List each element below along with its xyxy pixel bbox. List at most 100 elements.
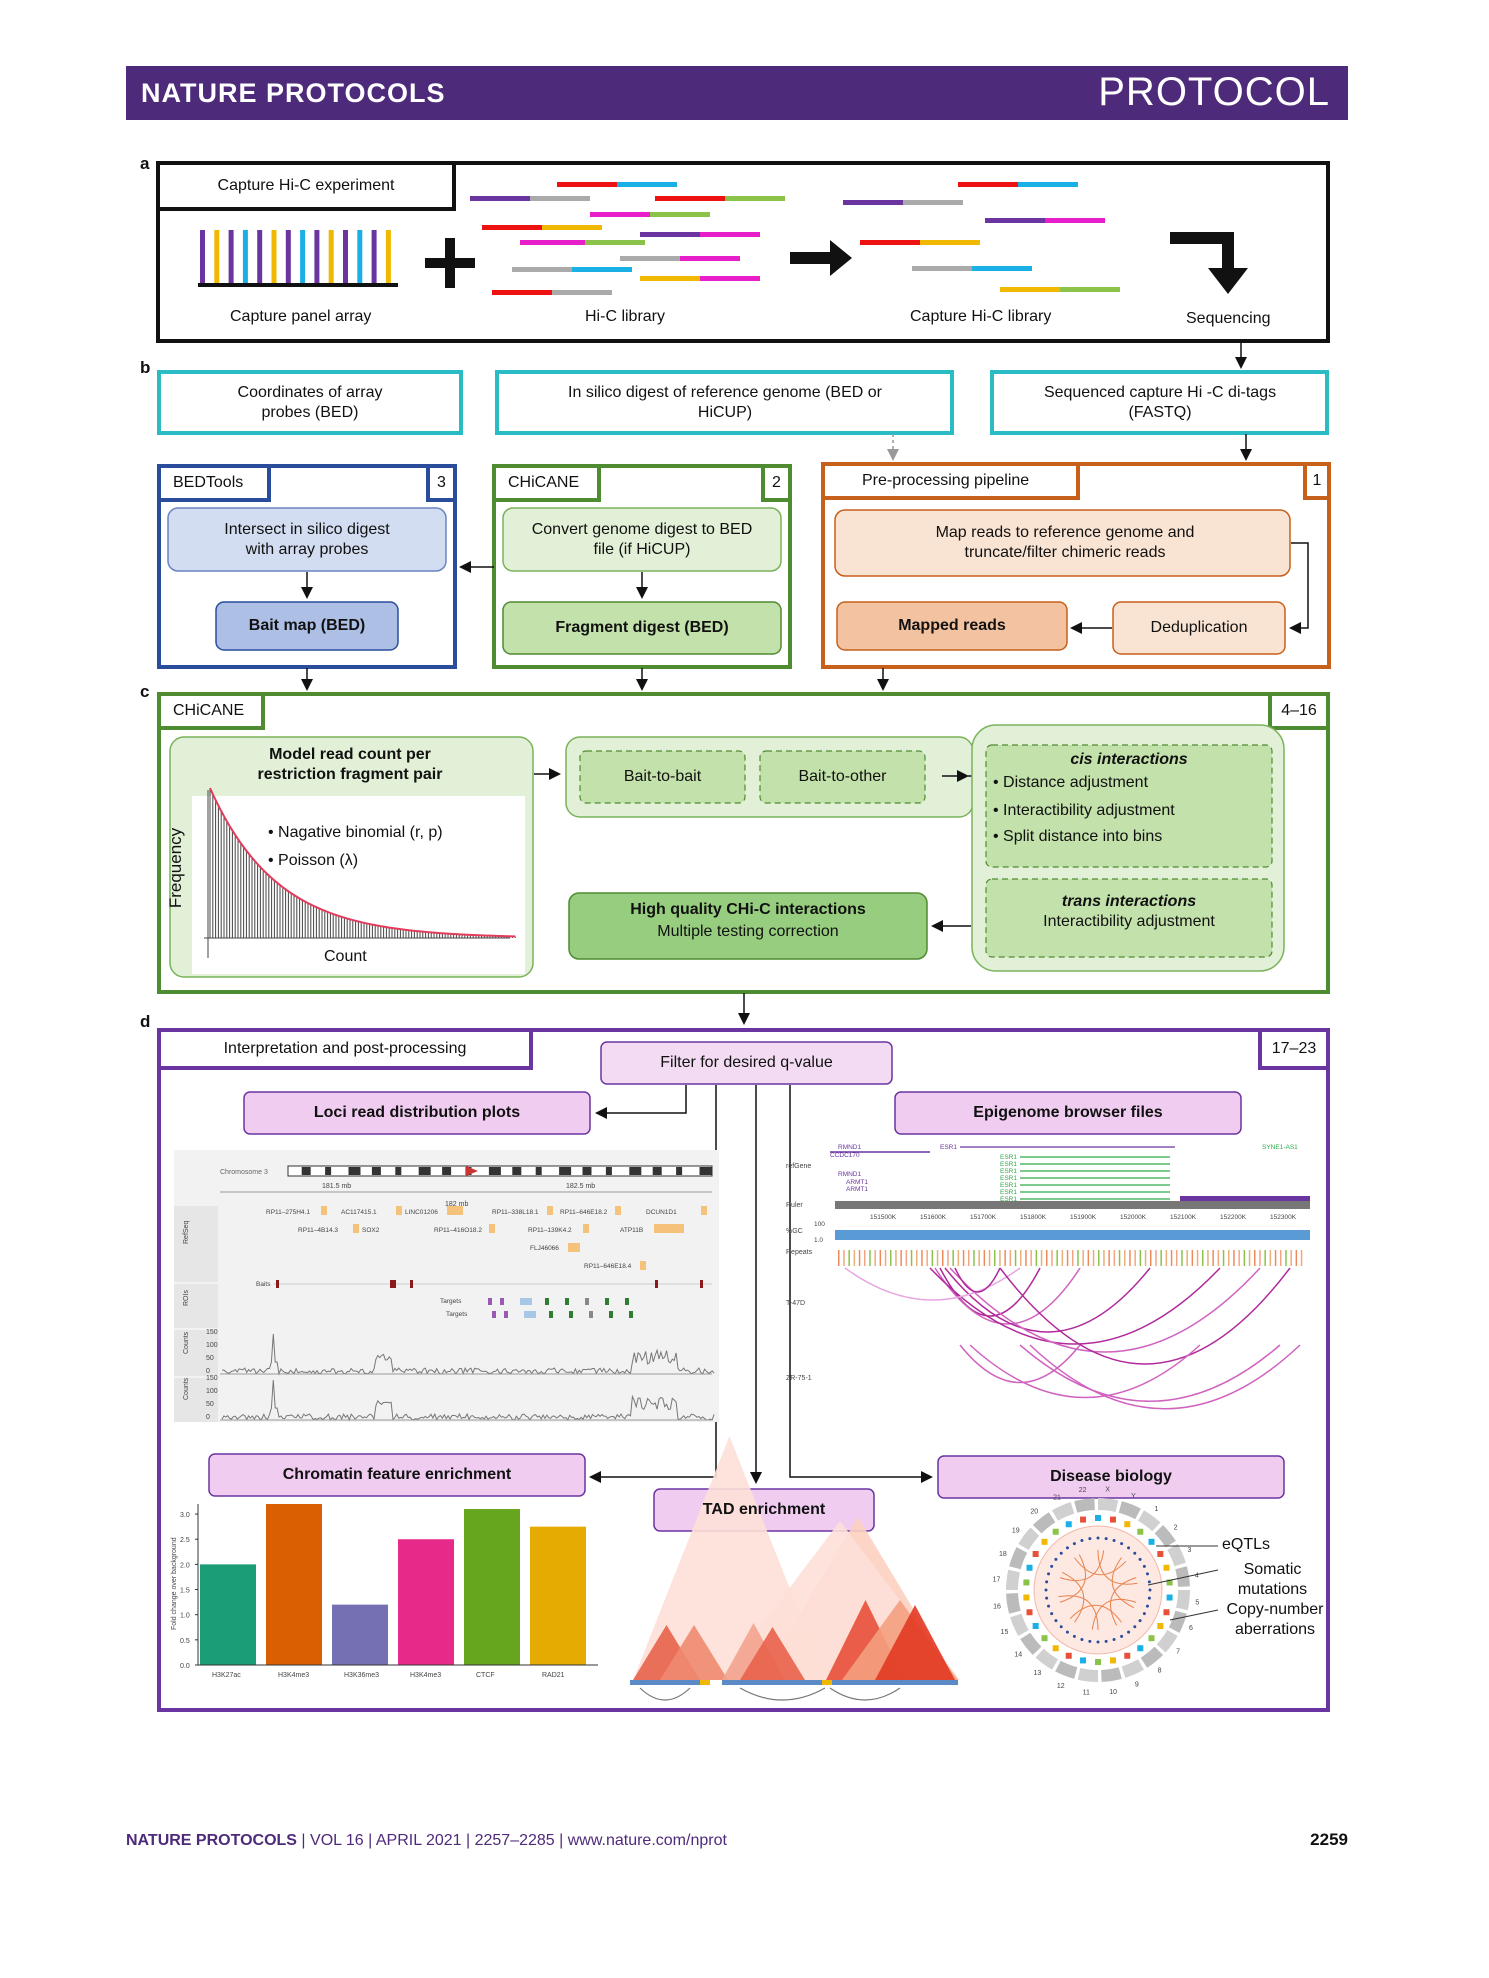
- chromosome-label: 13: [1034, 1670, 1042, 1677]
- boundary-mark: [700, 1680, 710, 1685]
- mutation-mark: [1157, 1623, 1163, 1629]
- chromosome-band: [583, 1167, 592, 1175]
- chicane-steps: 4–16: [1272, 696, 1326, 726]
- small-text: 182.5 mb: [566, 1183, 595, 1190]
- small-text: 152000K: [1120, 1214, 1147, 1221]
- right-arrow-icon: [790, 240, 852, 276]
- chromosome-ideogram: [1006, 1570, 1020, 1590]
- histogram-xlabel: Count: [324, 948, 367, 966]
- mutation-mark: [1066, 1521, 1072, 1527]
- trans-title: trans interactions: [986, 891, 1272, 913]
- gene-box: [654, 1224, 684, 1233]
- repeat-mark: [1051, 1250, 1053, 1266]
- repeat-mark: [1207, 1250, 1209, 1266]
- eqtl-dot: [1146, 1572, 1149, 1575]
- chromosome-label: 9: [1135, 1681, 1139, 1688]
- hic-fragment: [482, 225, 542, 230]
- small-text: LINC01206: [405, 1209, 438, 1216]
- array-probe: [357, 230, 362, 285]
- x-tick-label: H3K36me3: [344, 1672, 379, 1679]
- repeat-mark: [1280, 1250, 1282, 1266]
- preprocessing-title: Pre-processing pipeline: [825, 466, 1076, 496]
- array-probe: [314, 230, 319, 285]
- mutation-mark: [1157, 1551, 1163, 1557]
- intersect-text: Intersect in silico digest with array pr…: [210, 510, 404, 570]
- repeat-mark: [900, 1250, 902, 1266]
- chromosome-band: [559, 1167, 571, 1175]
- repeat-mark: [1171, 1250, 1173, 1266]
- chromosome-band: [349, 1167, 361, 1175]
- chromatin-title: Chromatin feature enrichment: [209, 1454, 585, 1496]
- bar-rad21: [530, 1527, 586, 1665]
- gene-box: [547, 1206, 553, 1215]
- eqtl-dot: [1097, 1537, 1100, 1540]
- mutation-mark: [1053, 1529, 1059, 1535]
- array-probe: [272, 230, 277, 285]
- eqtl-dot: [1050, 1612, 1053, 1615]
- mutation-mark: [1137, 1529, 1143, 1535]
- small-text: RefSeq: [183, 1221, 190, 1244]
- small-text: ZR-75-1: [786, 1375, 812, 1382]
- hic-fragment: [512, 267, 572, 272]
- chicane-title-b: CHiCANE: [496, 468, 597, 498]
- eqtl-dot: [1113, 1539, 1116, 1542]
- eqtl-dot: [1080, 1539, 1083, 1542]
- trans-sub: Interactibility adjustment: [986, 911, 1272, 933]
- chromosome-band: [606, 1167, 612, 1175]
- eqtl-dot: [1148, 1580, 1151, 1583]
- bar-ctcf: [464, 1509, 520, 1665]
- small-text: Targets: [446, 1311, 468, 1318]
- small-text: refGene: [786, 1163, 811, 1170]
- repeat-mark: [1004, 1250, 1006, 1266]
- small-text: 150: [206, 1375, 218, 1382]
- array-probe: [257, 230, 262, 285]
- repeat-mark: [1275, 1250, 1277, 1266]
- ruler-track: [835, 1201, 1310, 1209]
- mutation-mark: [1027, 1565, 1033, 1571]
- eqtl-dot: [1105, 1640, 1108, 1643]
- hic-fragment: [640, 232, 700, 237]
- gene-box: [615, 1206, 621, 1215]
- target-mark: [520, 1298, 532, 1305]
- eqtls-label: eQTLs: [1222, 1536, 1270, 1554]
- eqtl-dot: [1066, 1546, 1069, 1549]
- gene-box: [396, 1206, 402, 1215]
- repeat-mark: [1046, 1250, 1048, 1266]
- repeat-mark: [1176, 1250, 1178, 1266]
- gene-box: [489, 1224, 495, 1233]
- small-text: RP11–646E18.2: [560, 1209, 608, 1216]
- array-probe: [243, 230, 248, 285]
- x-tick-label: H3K27ac: [212, 1672, 241, 1679]
- bent-arrow-icon: [1170, 232, 1248, 294]
- repeat-mark: [989, 1250, 991, 1266]
- repeat-mark: [1103, 1250, 1105, 1266]
- mutation-mark: [1110, 1657, 1116, 1663]
- cis-item-1: • Distance adjustment: [993, 774, 1148, 792]
- target-mark: [609, 1311, 613, 1318]
- cis-item-3: • Split distance into bins: [993, 828, 1162, 846]
- repeat-mark: [1098, 1250, 1100, 1266]
- repeat-mark: [1285, 1250, 1287, 1266]
- bait-to-bait: Bait-to-bait: [580, 751, 745, 803]
- bar-h3k4me3: [266, 1504, 322, 1665]
- chromosome-label: 6: [1189, 1625, 1193, 1632]
- chromosome-band: [325, 1167, 331, 1175]
- repeat-mark: [1166, 1250, 1168, 1266]
- small-text: ESR1: [1000, 1182, 1017, 1189]
- chromosome-band: [302, 1167, 311, 1175]
- eqtl-dot: [1133, 1625, 1136, 1628]
- gc-track: [835, 1230, 1310, 1240]
- bait-mark: [700, 1280, 703, 1288]
- target-mark: [629, 1311, 633, 1318]
- hic-fragment: [492, 290, 552, 295]
- small-text: RP11–416O18.2: [434, 1227, 482, 1234]
- gene-box: [640, 1261, 646, 1270]
- hic-fragment: [552, 290, 612, 295]
- repeat-mark: [1015, 1250, 1017, 1266]
- chromosome-band: [676, 1167, 682, 1175]
- small-text: Chromosome 3: [220, 1169, 268, 1176]
- repeat-mark: [885, 1250, 887, 1266]
- fragment-digest-output: Fragment digest (BED): [503, 602, 781, 654]
- eqtl-dot: [1088, 1537, 1091, 1540]
